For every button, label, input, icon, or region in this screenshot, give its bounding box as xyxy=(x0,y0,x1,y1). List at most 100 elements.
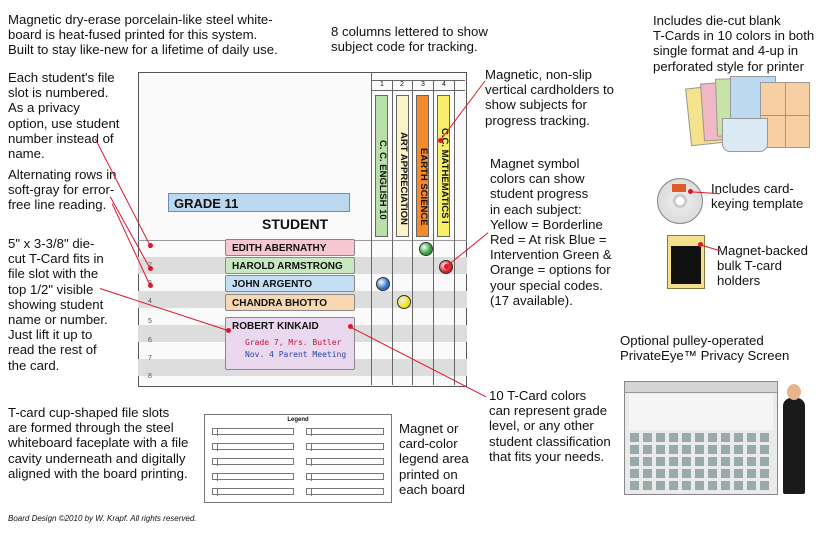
tcard-single-product xyxy=(722,118,768,152)
magnet-green[interactable] xyxy=(419,242,433,256)
subject-cardholder[interactable] xyxy=(375,95,388,237)
row-number: 4 xyxy=(148,298,152,305)
caption-tcard-colors: 10 T-Card colors can represent grade lev… xyxy=(489,388,611,464)
leader-dot xyxy=(438,138,443,143)
screen-cell xyxy=(695,481,704,490)
legend-chip xyxy=(213,429,218,436)
tcard-student[interactable]: HAROLD ARMSTRONG xyxy=(225,257,355,274)
screen-cell xyxy=(669,457,678,466)
tcard-student[interactable]: CHANDRA BHOTTO xyxy=(225,294,355,311)
card-note: Nov. 4 Parent Meeting xyxy=(245,350,347,359)
screen-cell xyxy=(656,445,665,454)
footer-copyright: Board Design ©2010 by W. Krapf. All righ… xyxy=(8,514,197,523)
screen-cell xyxy=(708,469,717,478)
screen-cell xyxy=(721,433,730,442)
magnet-blue[interactable] xyxy=(376,277,390,291)
caption-bulk: Magnet-backed bulk T-card holders xyxy=(717,243,808,289)
screen-cell xyxy=(682,469,691,478)
caption-tcard-size: 5" x 3-3/8" die- cut T-Card fits in file… xyxy=(8,236,108,373)
row-number: 5 xyxy=(148,318,152,325)
legend-slot xyxy=(212,458,294,466)
screen-cell xyxy=(747,445,756,454)
caption-legend-note: Magnet or card-color legend area printed… xyxy=(399,421,469,497)
legend-chip xyxy=(307,489,312,496)
legend-slot xyxy=(212,428,294,436)
screen-cell xyxy=(682,445,691,454)
screen-cell xyxy=(643,433,652,442)
screen-cell xyxy=(734,481,743,490)
screen-cell xyxy=(734,433,743,442)
grid-line xyxy=(454,80,455,385)
screen-cell xyxy=(656,457,665,466)
magnet-yellow[interactable] xyxy=(397,295,411,309)
tcard-4up-product xyxy=(760,82,810,148)
legend-title: Legend xyxy=(287,417,309,423)
cd-disc-icon xyxy=(657,178,703,224)
tcard-name: ROBERT KINKAID xyxy=(232,321,319,332)
screen-cell xyxy=(669,445,678,454)
screen-cell xyxy=(721,481,730,490)
screen-cell xyxy=(669,433,678,442)
caption-columns: 8 columns lettered to show subject code … xyxy=(331,24,488,55)
screen-cell xyxy=(760,445,769,454)
screen-cell xyxy=(760,457,769,466)
legend-slot xyxy=(306,473,384,481)
grid-line xyxy=(412,80,413,385)
screen-cell xyxy=(643,481,652,490)
leader-dot xyxy=(444,264,449,269)
tcard-student-lifted[interactable]: ROBERT KINKAID xyxy=(225,317,355,370)
screen-cell xyxy=(695,469,704,478)
legend-slot xyxy=(212,488,294,496)
screen-cell xyxy=(708,445,717,454)
screen-cell xyxy=(643,445,652,454)
subject-cardholder[interactable] xyxy=(396,95,409,237)
row-number: 2 xyxy=(148,262,152,269)
legend-chip xyxy=(213,489,218,496)
caption-cup-slots: T-card cup-shaped file slots are formed … xyxy=(8,405,189,481)
caption-whiteboard: Magnetic dry-erase porcelain-like steel … xyxy=(8,12,278,58)
screen-cell xyxy=(682,481,691,490)
screen-cell xyxy=(734,445,743,454)
legend-chip xyxy=(307,429,312,436)
screen-cell xyxy=(708,481,717,490)
student-header: STUDENT xyxy=(262,216,329,232)
screen-cell xyxy=(643,457,652,466)
screen-cell xyxy=(630,445,639,454)
screen-cell xyxy=(721,445,730,454)
screen-cell xyxy=(682,457,691,466)
caption-die-cut: Includes die-cut blank T-Cards in 10 col… xyxy=(653,13,815,74)
screen-cell xyxy=(747,433,756,442)
screen-cell xyxy=(747,481,756,490)
screen-cell xyxy=(630,481,639,490)
legend-chip xyxy=(307,459,312,466)
subject-label: C.C. MATHEMATICS I xyxy=(439,128,450,224)
leader-dot xyxy=(226,328,231,333)
caption-keying: Includes card- keying template xyxy=(711,181,804,212)
tcard-student[interactable]: EDITH ABERNATHY xyxy=(225,239,355,256)
screen-cell xyxy=(695,457,704,466)
legend-chip xyxy=(213,444,218,451)
leader-dot xyxy=(148,266,153,271)
legend-slot xyxy=(306,428,384,436)
screen-cell xyxy=(695,433,704,442)
grid-line xyxy=(371,72,372,385)
column-number: 2 xyxy=(400,81,404,88)
screen-cell xyxy=(721,457,730,466)
leader-dot xyxy=(688,189,693,194)
tcard-student[interactable]: JOHN ARGENTO xyxy=(225,275,355,292)
leader-dot xyxy=(148,283,153,288)
column-number: 3 xyxy=(421,81,425,88)
caption-privacy-screen: Optional pulley-operated PrivateEye™ Pri… xyxy=(620,333,790,364)
screen-cell xyxy=(708,457,717,466)
grid-line xyxy=(371,80,465,81)
screen-cell xyxy=(760,481,769,490)
screen-cell xyxy=(695,445,704,454)
caption-alternating: Alternating rows in soft-gray for error-… xyxy=(8,167,117,213)
legend-slot xyxy=(306,443,384,451)
screen-cell xyxy=(734,469,743,478)
grid-line xyxy=(392,80,393,385)
presenter-figure xyxy=(783,384,805,494)
screen-cell xyxy=(656,469,665,478)
subject-cardholder[interactable] xyxy=(416,95,429,237)
caption-magnet-colors: Magnet symbol colors can show student pr… xyxy=(490,156,612,308)
